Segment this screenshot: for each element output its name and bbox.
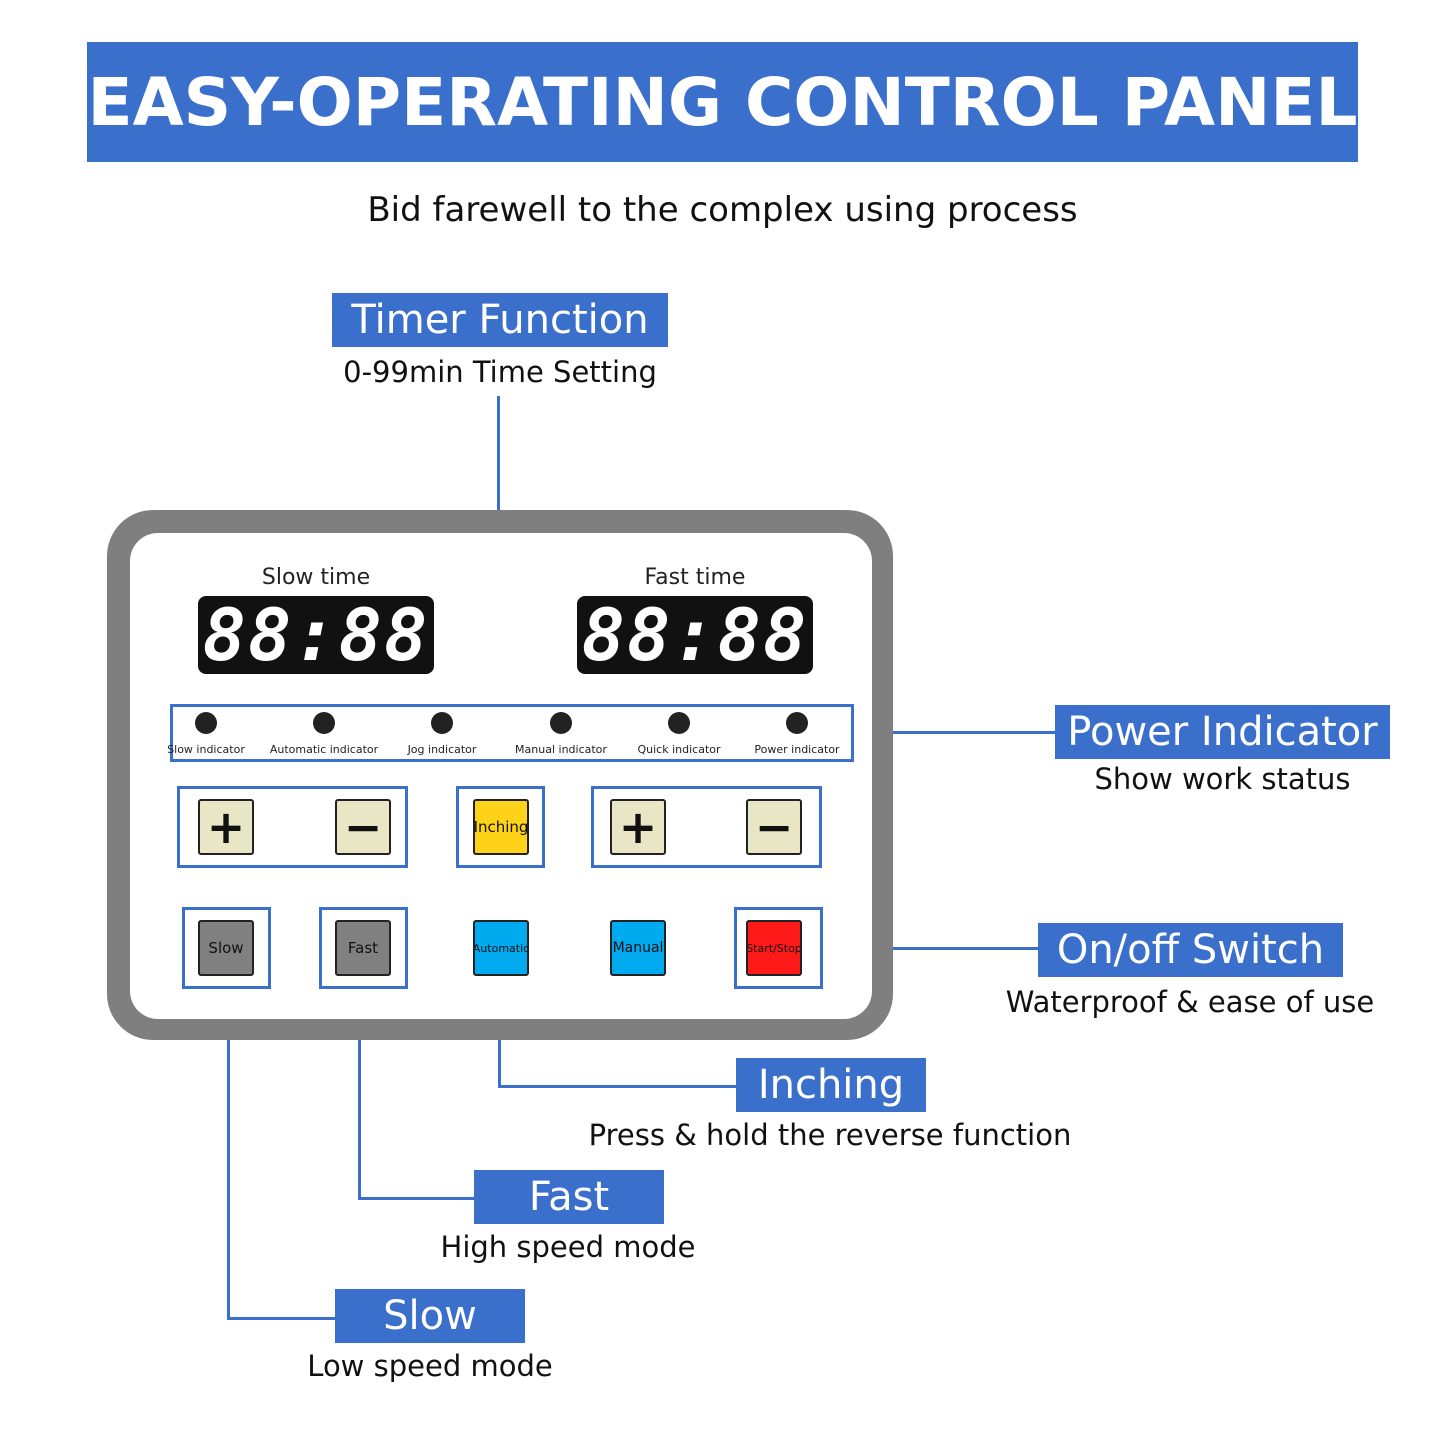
slow-button-highlight (182, 907, 271, 989)
fast-label: Fast (474, 1170, 664, 1224)
start-stop-highlight (734, 907, 823, 989)
jog-indicator-led (431, 712, 453, 734)
start-stop-button[interactable]: Start/Stop (746, 920, 802, 976)
power-connector (853, 731, 1056, 734)
automatic-indicator-led (313, 712, 335, 734)
timer-function-desc: 0-99min Time Setting (343, 355, 657, 389)
fast-button[interactable]: Fast (335, 920, 391, 976)
timer-function-label: Timer Function (332, 293, 668, 347)
power-indicator-label: Power Indicator (1055, 705, 1390, 759)
slow-time-label: Slow time (261, 565, 371, 590)
inching-desc: Press & hold the reverse function (588, 1118, 1072, 1152)
manual-indicator-led (550, 712, 572, 734)
slow-time-plus-button[interactable]: + (198, 799, 254, 855)
fast-desc: High speed mode (440, 1230, 696, 1264)
manual-button[interactable]: Manual (610, 920, 666, 976)
slow-desc: Low speed mode (307, 1349, 553, 1383)
slow-time-minus-button[interactable]: − (335, 799, 391, 855)
slow-time-digits: 88:88 (202, 593, 430, 677)
slow-indicator-led (195, 712, 217, 734)
fast-connector-horizontal (358, 1197, 476, 1200)
slow-time-display: 88:88 (198, 596, 434, 674)
onoff-switch-desc: Waterproof & ease of use (1005, 985, 1375, 1019)
inching-highlight (456, 786, 545, 868)
quick-indicator-label: Quick indicator (637, 743, 721, 756)
onoff-switch-label: On/off Switch (1038, 923, 1343, 977)
slow-time-adjust-highlight (177, 786, 408, 868)
power-indicator-led (786, 712, 808, 734)
fast-time-digits: 88:88 (581, 593, 809, 677)
quick-indicator-led (668, 712, 690, 734)
indicator-row-highlight (170, 704, 854, 762)
fast-time-adjust-highlight (591, 786, 822, 868)
power-indicator-text: Power indicator (754, 743, 840, 756)
inching-label: Inching (736, 1058, 926, 1112)
inching-button[interactable]: Inching (473, 799, 529, 855)
inching-connector-horizontal (498, 1085, 738, 1088)
page-subtitle: Bid farewell to the complex using proces… (367, 190, 1078, 230)
slow-connector-vertical (227, 986, 230, 1320)
fast-button-highlight (319, 907, 408, 989)
power-indicator-desc: Show work status (1094, 762, 1351, 796)
slow-label: Slow (335, 1289, 525, 1343)
page-title: EASY-OPERATING CONTROL PANEL (87, 63, 1358, 141)
automatic-button[interactable]: Automatic (473, 920, 529, 976)
fast-time-minus-button[interactable]: − (746, 799, 802, 855)
jog-indicator-label: Jog indicator (407, 743, 477, 756)
fast-connector-vertical (358, 986, 361, 1200)
automatic-indicator-label: Automatic indicator (269, 743, 379, 756)
manual-indicator-label: Manual indicator (515, 743, 607, 756)
title-banner: EASY-OPERATING CONTROL PANEL (87, 42, 1358, 162)
slow-indicator-label: Slow indicator (167, 743, 245, 756)
slow-connector-horizontal (227, 1317, 337, 1320)
slow-button[interactable]: Slow (198, 920, 254, 976)
fast-time-plus-button[interactable]: + (610, 799, 666, 855)
onoff-connector (821, 947, 1039, 950)
fast-time-label: Fast time (644, 565, 746, 590)
fast-time-display: 88:88 (577, 596, 813, 674)
